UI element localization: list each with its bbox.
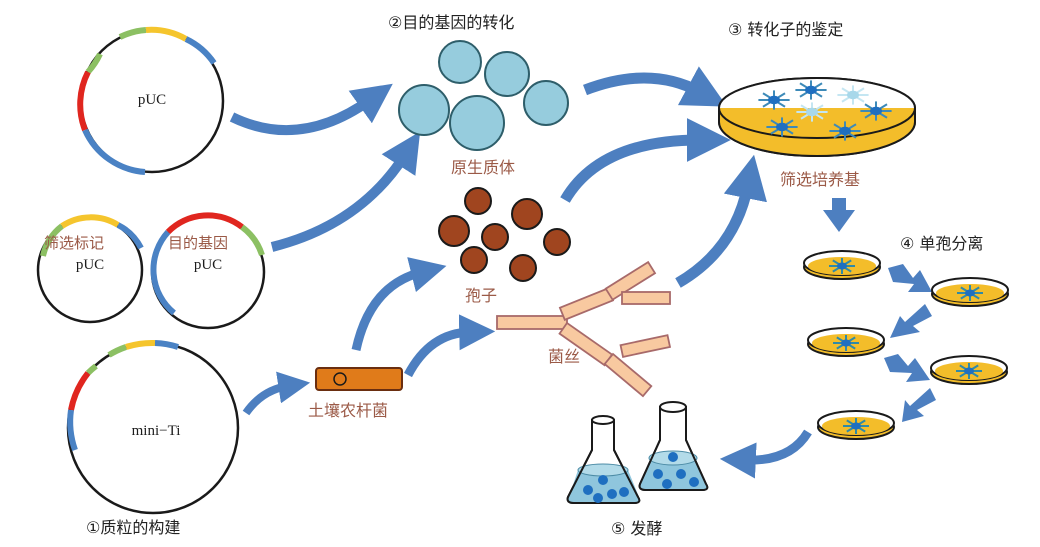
colony xyxy=(843,418,869,434)
spore-cell xyxy=(460,246,488,274)
arrow-plate1-to-plate2 xyxy=(888,264,932,292)
hyphae-label: 菌丝 xyxy=(548,347,581,366)
colony xyxy=(829,258,855,274)
colony xyxy=(833,335,859,351)
single-spore-plate xyxy=(931,277,1009,307)
arrow-plate3-to-plate4 xyxy=(884,354,930,382)
selection-petri-dish xyxy=(718,77,916,157)
spore-cell xyxy=(509,254,537,282)
spore-cell xyxy=(543,228,571,256)
colony xyxy=(758,90,790,110)
agrobacterium-cell xyxy=(315,367,403,391)
arrow-protoplast-to-dish xyxy=(583,66,728,107)
protoplast-cell xyxy=(484,51,530,97)
agrobacterium-label: 土壤农杆菌 xyxy=(308,401,389,420)
protoplast-cell xyxy=(523,80,569,126)
step-1-title: ①质粒的构建 xyxy=(86,518,181,537)
step-3-title: ③ 转化子的鉴定 xyxy=(728,20,844,39)
spore-cell xyxy=(464,187,492,215)
single-spore-plate xyxy=(930,355,1008,385)
colony xyxy=(829,121,861,141)
colony xyxy=(837,85,869,105)
arrow-puc-to-protoplast xyxy=(229,83,393,136)
single-spore-plate xyxy=(807,327,885,357)
plasmid-puc-main xyxy=(77,26,225,175)
plasmid-mini-ti-label: mini−Ti xyxy=(131,423,181,439)
arrow-miniti-to-agro xyxy=(242,371,311,416)
colony xyxy=(957,285,983,301)
plasmid-puc-marker xyxy=(36,214,144,324)
arrow-hyphae-to-dish xyxy=(675,154,767,288)
selection-medium-label: 筛选培养基 xyxy=(780,170,861,189)
plasmid-gene-title: 目的基因 xyxy=(168,234,229,252)
step-4-title: ④ 单孢分离 xyxy=(900,234,984,253)
plasmid-puc-gene xyxy=(150,212,266,330)
colony xyxy=(766,117,798,137)
colony xyxy=(796,102,828,122)
arrow-gene-to-protoplast xyxy=(270,131,421,252)
arrow-plate2-to-plate3 xyxy=(890,304,932,338)
fermentation-flask-left xyxy=(566,415,641,504)
hyphae xyxy=(496,260,672,398)
arrow-down-to-plate xyxy=(823,198,855,232)
single-spore-plate xyxy=(803,250,881,280)
step-5-title: ⑤ 发酵 xyxy=(611,519,663,538)
arrow-plate4-to-plate5 xyxy=(902,388,936,422)
spore-label: 孢子 xyxy=(465,286,498,305)
plasmid-puc-main-label: pUC xyxy=(137,92,167,108)
arrow-plate-to-flask xyxy=(719,429,812,479)
spore-cell xyxy=(438,215,470,247)
plasmid-mini-ti xyxy=(66,339,240,515)
plasmid-marker-title: 筛选标记 xyxy=(44,234,105,252)
fermentation-flask-right xyxy=(638,401,709,491)
single-spore-plate xyxy=(817,410,895,440)
step-2-title: ②目的基因的转化 xyxy=(388,13,515,32)
spore-cell xyxy=(511,198,543,230)
protoplast-cell xyxy=(438,40,482,84)
protoplast-group xyxy=(398,40,569,151)
plasmid-gene-label: pUC xyxy=(193,257,223,273)
protoplast-label: 原生质体 xyxy=(451,158,516,177)
protoplast-cell xyxy=(398,84,450,136)
arrow-agro-to-spore xyxy=(351,257,447,351)
colony xyxy=(795,80,827,100)
colony xyxy=(860,101,892,121)
spore-group xyxy=(438,187,571,282)
arrow-agro-to-hyphae xyxy=(404,314,496,378)
spore-cell xyxy=(481,223,509,251)
colony xyxy=(956,363,982,379)
protoplast-cell xyxy=(449,95,505,151)
arrow-spore-to-dish xyxy=(560,118,731,203)
plasmid-marker-label: pUC xyxy=(75,257,105,273)
